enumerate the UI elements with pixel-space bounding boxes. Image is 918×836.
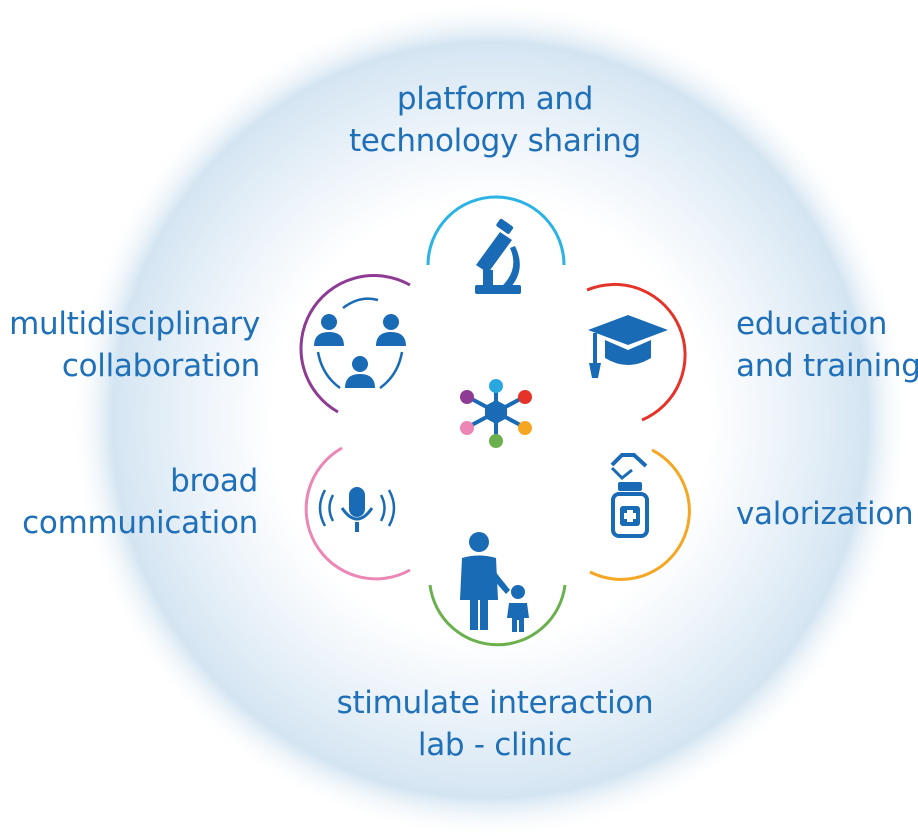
broad-label-line-2: communication (22, 505, 258, 541)
group-people-icon (314, 297, 406, 390)
network-hub-icon (460, 379, 532, 448)
hub-node-bottom-right (518, 421, 532, 435)
hub-node-top-left (460, 390, 474, 404)
multidisciplinary-label-line-1: multidisciplinary (9, 306, 260, 342)
multidisciplinary-label: multidisciplinary collaboration (5, 303, 260, 387)
broad-label-line-1: broad (170, 463, 258, 499)
stimulate-label-line-1: stimulate interaction (336, 685, 654, 721)
medicine-bottle-handshake-icon (610, 453, 649, 538)
stimulate-arc (428, 584, 567, 647)
education-label-line-2: and training (736, 348, 918, 384)
hub-node-top-right (518, 390, 532, 404)
graduation-cap-icon (588, 315, 668, 378)
broad-arc (304, 446, 411, 581)
doctor-child-icon (460, 532, 529, 632)
platform-label-line-1: platform and (396, 81, 594, 117)
valorization-label-line-1: valorization (736, 496, 914, 532)
microphone-broadcast-icon (318, 487, 396, 532)
valorization-arc (589, 448, 691, 581)
hub-node-bottom-left (460, 421, 474, 435)
stimulate-label-line-2: lab - clinic (417, 727, 573, 763)
valorization-label: valorization (736, 493, 916, 535)
education-label: education and training (736, 303, 918, 387)
multidisciplinary-label-line-2: collaboration (61, 348, 260, 384)
platform-arc (426, 195, 566, 266)
platform-label: platform and technology sharing (330, 78, 660, 162)
hub-node-bottom (489, 434, 503, 448)
stimulate-label: stimulate interaction lab - clinic (320, 682, 670, 766)
platform-label-line-2: technology sharing (348, 123, 642, 159)
education-arc (586, 282, 687, 422)
education-label-line-1: education (736, 306, 888, 342)
microscope-icon (475, 218, 521, 294)
hub-node-top (489, 379, 503, 393)
multidisciplinary-arc (299, 274, 411, 414)
broad-label: broad communication (10, 460, 258, 544)
